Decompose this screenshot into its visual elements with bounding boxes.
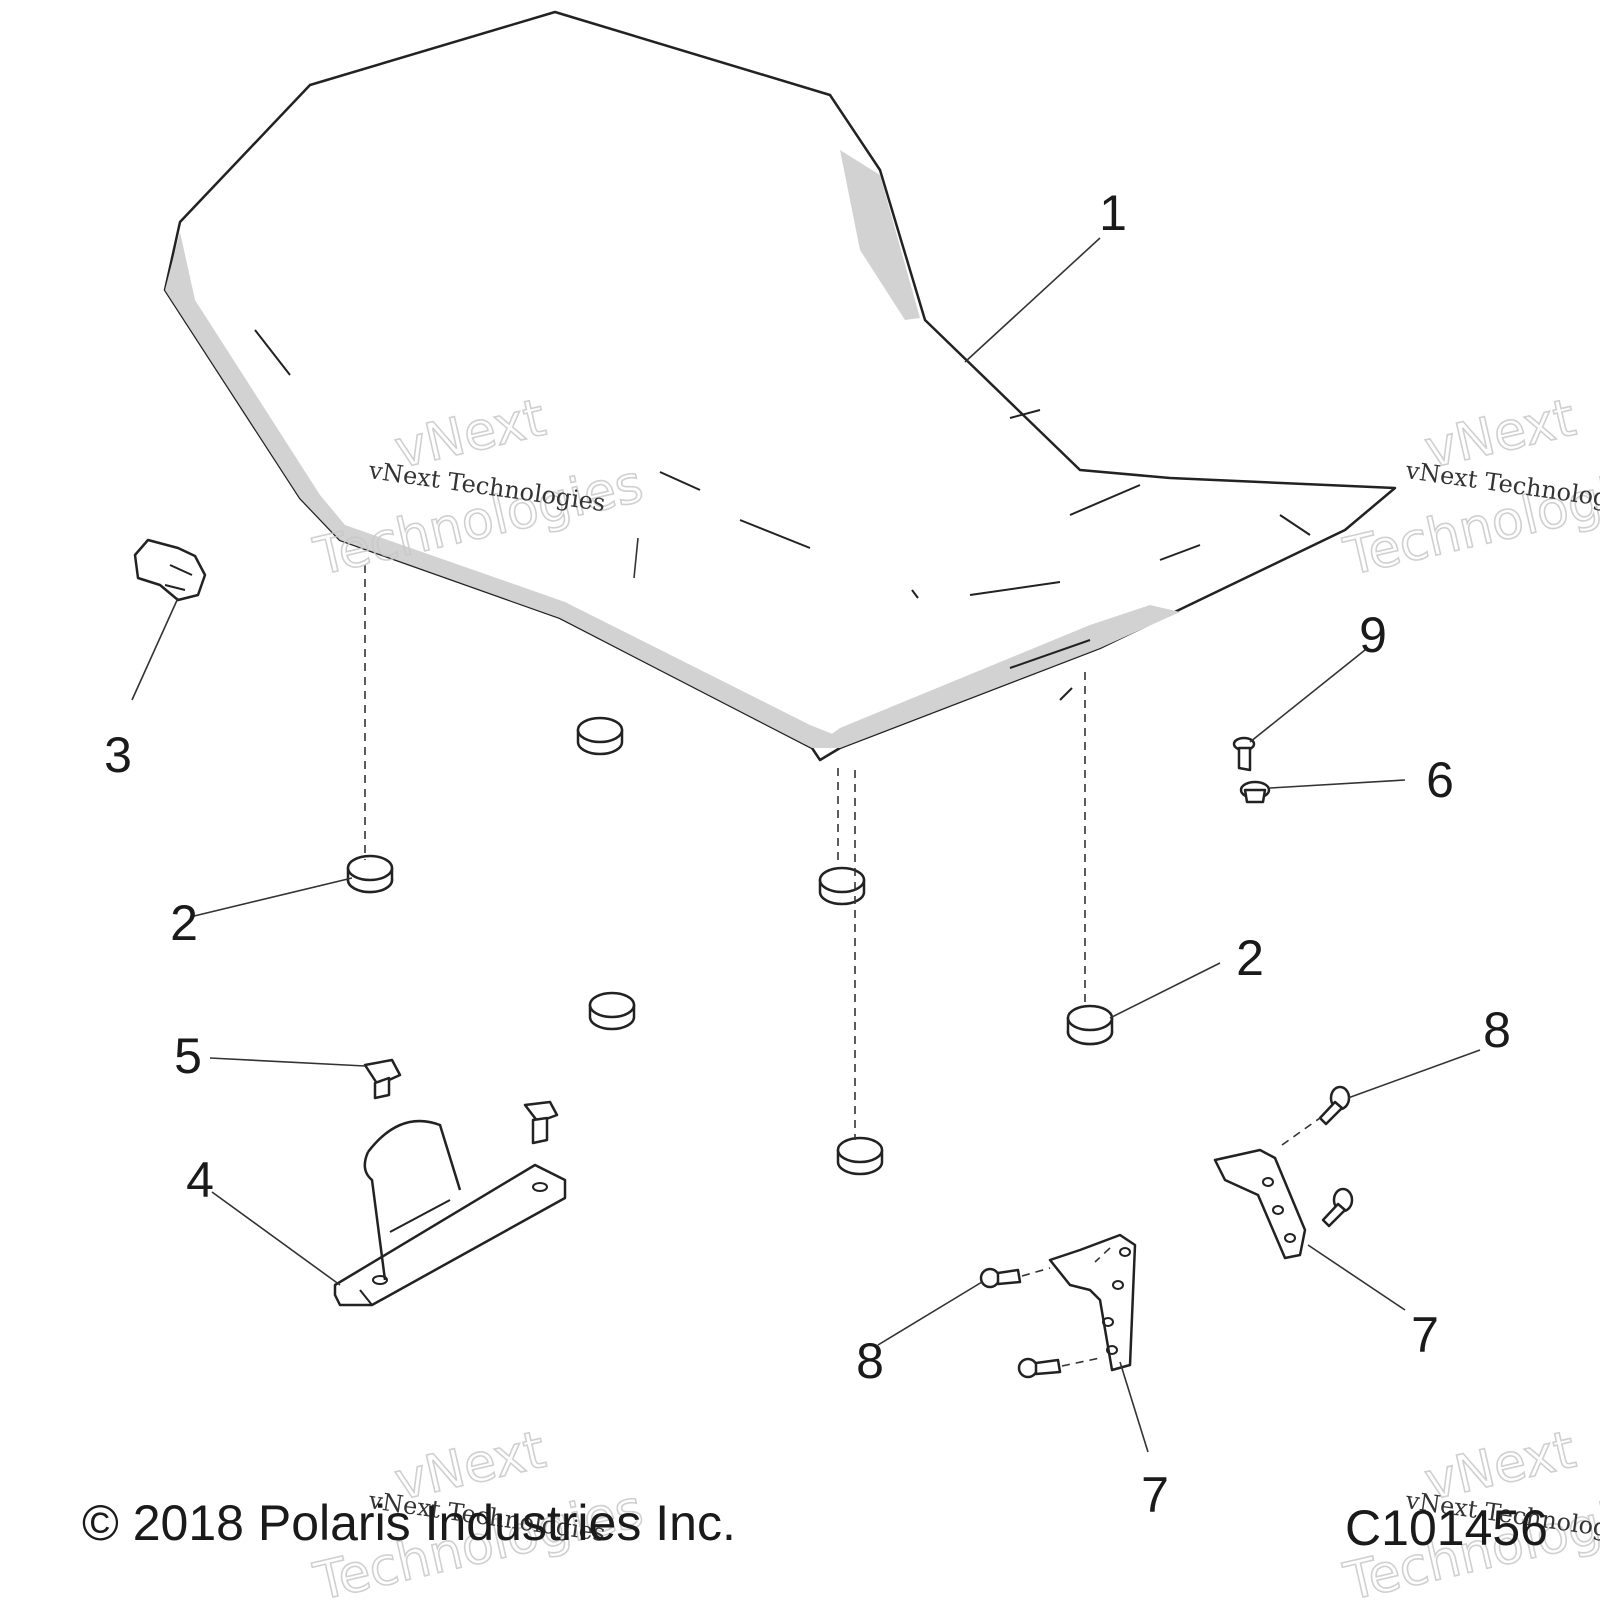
screw-part-9[interactable] <box>1232 736 1256 772</box>
bolt-part-5-b[interactable] <box>523 1100 559 1145</box>
callout-7-right: 7 <box>1411 1307 1439 1363</box>
callout-8-right: 8 <box>1483 1002 1511 1058</box>
latch-bracket-part-7-a[interactable] <box>1213 1148 1307 1260</box>
callout-8-left: 8 <box>856 1333 884 1389</box>
pin-part-8-c[interactable] <box>979 1267 1022 1289</box>
washer-part-6[interactable] <box>1239 780 1271 804</box>
callout-2-right: 2 <box>1236 930 1264 986</box>
callout-2-left: 2 <box>170 895 198 951</box>
pin-part-8-a[interactable] <box>1318 1085 1351 1126</box>
clip-part-3[interactable] <box>133 538 207 602</box>
callout-4: 4 <box>186 1152 214 1208</box>
latch-bracket-part-7-b[interactable] <box>1048 1233 1137 1372</box>
callout-9: 9 <box>1359 607 1387 663</box>
grommet-unlabeled-2[interactable] <box>818 866 866 906</box>
callout-7-bottom: 7 <box>1141 1467 1169 1523</box>
figure-id: C101456 <box>1345 1500 1548 1556</box>
pin-part-8-b[interactable] <box>1321 1187 1354 1228</box>
assembly-lines <box>364 565 1321 1367</box>
callouts: 1 3 2 2 5 4 9 6 8 7 8 7 <box>104 185 1511 1523</box>
watermarks: vNext Technologies vNext Technologies vN… <box>308 387 1600 1600</box>
leader-lines <box>131 237 1481 1453</box>
copyright-text: © 2018 Polaris Industries Inc. <box>82 1495 736 1551</box>
callout-5: 5 <box>174 1028 202 1084</box>
callout-1: 1 <box>1099 185 1127 241</box>
bolt-part-5-a[interactable] <box>363 1058 402 1100</box>
grommet-unlabeled-3[interactable] <box>588 991 636 1031</box>
grommet-unlabeled-1[interactable] <box>576 716 624 756</box>
callout-6: 6 <box>1426 752 1454 808</box>
bracket-part-4[interactable] <box>333 1119 567 1307</box>
grommet-part-2-a[interactable] <box>346 854 394 894</box>
pin-part-8-d[interactable] <box>1017 1357 1062 1379</box>
callout-3: 3 <box>104 727 132 783</box>
grommet-part-2-b[interactable] <box>1066 1004 1114 1046</box>
grommet-unlabeled-4[interactable] <box>836 1136 884 1176</box>
seat-part-1[interactable] <box>163 10 1397 762</box>
